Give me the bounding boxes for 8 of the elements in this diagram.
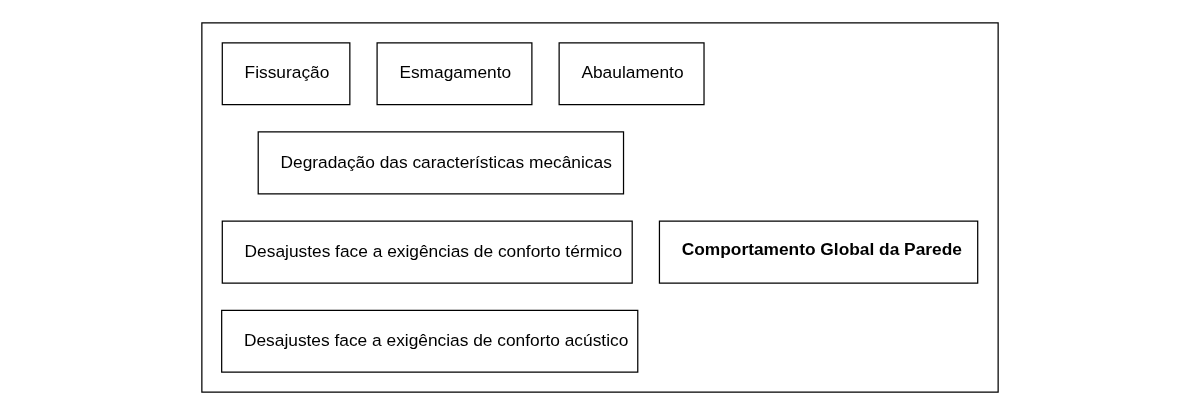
node-box: Fissuração — [221, 42, 350, 106]
node-box: Degradação das características mecânicas — [257, 131, 624, 195]
node-box: Esmagamento — [375, 42, 532, 106]
cluster — [200, 22, 999, 393]
node-box: Desajustes face a exigências de conforto acústico — [220, 309, 638, 373]
node-box: Desajustes face a exigências de conforto térmico — [221, 220, 633, 284]
node-box: Abaulamento — [558, 42, 705, 106]
node-box: Comportamento Global da Parede — [658, 220, 978, 284]
